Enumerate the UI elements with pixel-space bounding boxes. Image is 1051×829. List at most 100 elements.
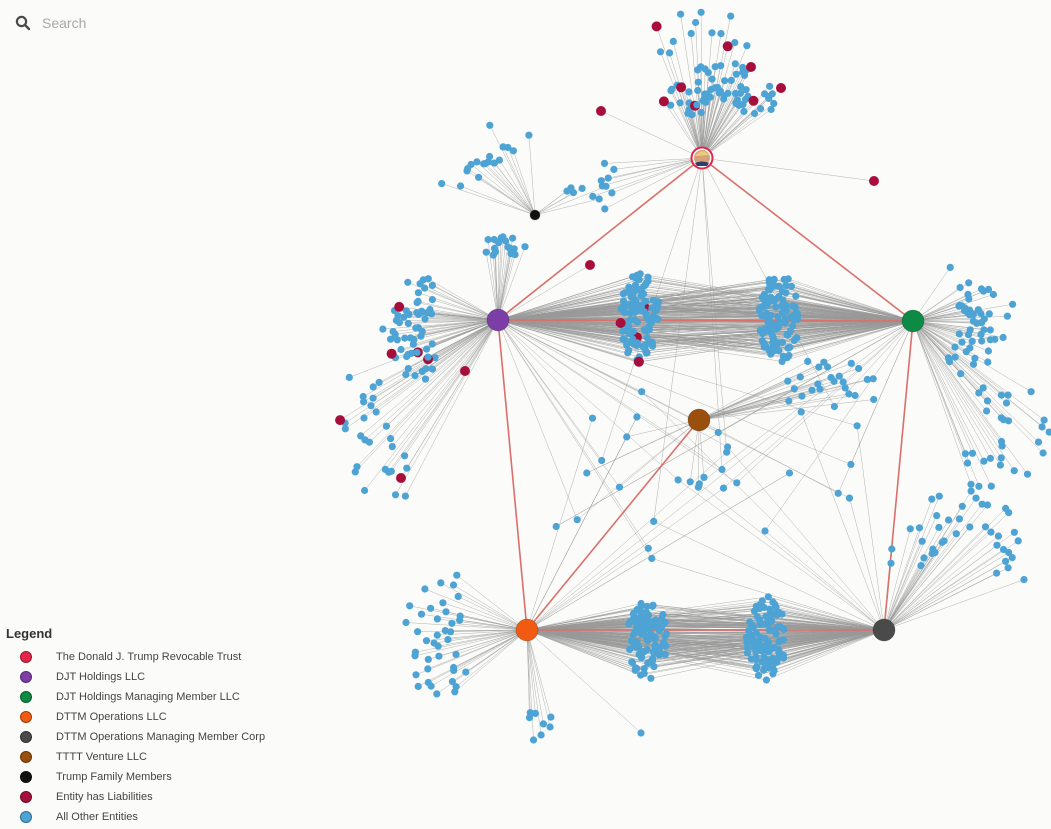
entity-node[interactable] (986, 336, 995, 344)
entity-node[interactable] (759, 303, 767, 311)
djt-node[interactable] (486, 308, 510, 332)
entity-node[interactable] (421, 315, 429, 323)
entity-node[interactable] (781, 319, 789, 327)
entity-node[interactable] (411, 648, 419, 656)
entity-node[interactable] (731, 39, 739, 47)
entity-node[interactable] (933, 511, 941, 520)
entity-node[interactable] (956, 283, 964, 292)
entity-node[interactable] (754, 638, 762, 646)
entity-node[interactable] (731, 60, 739, 68)
entity-node[interactable] (790, 316, 798, 324)
entity-node[interactable] (629, 610, 638, 618)
entity-node[interactable] (387, 335, 395, 343)
entity-node[interactable] (651, 616, 660, 624)
entity-node[interactable] (644, 544, 652, 552)
entity-node[interactable] (382, 422, 390, 430)
entity-node[interactable] (967, 487, 975, 495)
entity-node[interactable] (635, 650, 643, 659)
entity-node[interactable] (753, 612, 761, 621)
entity-node[interactable] (978, 500, 986, 508)
entity-node[interactable] (814, 380, 822, 388)
entity-node[interactable] (1004, 417, 1013, 425)
entity-node[interactable] (951, 353, 959, 361)
entity-node[interactable] (972, 494, 980, 502)
entity-node[interactable] (608, 189, 616, 197)
entity-node[interactable] (687, 29, 695, 38)
entity-node[interactable] (428, 281, 436, 289)
entity-node[interactable] (427, 604, 435, 612)
entity-node[interactable] (1020, 576, 1028, 584)
entity-node[interactable] (413, 348, 421, 357)
entity-node[interactable] (418, 367, 426, 375)
entity-node[interactable] (414, 628, 422, 636)
entity-node[interactable] (600, 159, 609, 167)
entity-node[interactable] (1045, 428, 1051, 436)
tttt-node[interactable] (687, 408, 711, 432)
entity-node[interactable] (404, 278, 412, 286)
entity-node[interactable] (1002, 399, 1011, 407)
entity-node[interactable] (640, 326, 648, 334)
entity-node[interactable] (747, 621, 756, 629)
entity-node[interactable] (637, 613, 645, 621)
entity-node[interactable] (765, 94, 773, 102)
entity-node[interactable] (765, 626, 774, 634)
entity-node[interactable] (394, 312, 402, 320)
entity-node[interactable] (457, 182, 465, 190)
entity-node[interactable] (650, 663, 658, 671)
entity-node[interactable] (717, 62, 725, 70)
entity-node[interactable] (539, 720, 548, 728)
entity-node[interactable] (969, 360, 978, 368)
entity-node[interactable] (869, 176, 879, 186)
entity-node[interactable] (775, 293, 783, 301)
entity-node[interactable] (433, 615, 441, 623)
entity-node[interactable] (660, 639, 668, 647)
entity-node[interactable] (767, 105, 775, 114)
entity-node[interactable] (625, 322, 633, 331)
entity-node[interactable] (633, 306, 641, 314)
entity-node[interactable] (386, 348, 397, 359)
entity-node[interactable] (631, 627, 640, 635)
entity-node[interactable] (537, 731, 545, 739)
entity-node[interactable] (686, 478, 694, 486)
entity-node[interactable] (648, 554, 656, 563)
entity-node[interactable] (704, 69, 712, 77)
entity-node[interactable] (643, 334, 651, 342)
entity-node[interactable] (645, 317, 653, 325)
entity-node[interactable] (747, 637, 756, 645)
entity-node[interactable] (335, 415, 346, 426)
entity-node[interactable] (773, 658, 781, 666)
entity-node[interactable] (964, 331, 973, 339)
entity-node[interactable] (502, 237, 510, 245)
entity-node[interactable] (460, 366, 470, 376)
entity-node[interactable] (411, 372, 419, 380)
entity-node[interactable] (552, 522, 560, 531)
entity-node[interactable] (431, 354, 439, 362)
entity-node[interactable] (654, 298, 663, 306)
entity-node[interactable] (745, 626, 753, 635)
entity-node[interactable] (661, 632, 669, 640)
entity-node[interactable] (526, 709, 534, 717)
entity-node[interactable] (955, 515, 964, 523)
entity-node[interactable] (754, 671, 763, 680)
entity-node[interactable] (983, 407, 991, 415)
entity-node[interactable] (987, 528, 995, 536)
entity-node[interactable] (722, 41, 733, 52)
entity-node[interactable] (448, 619, 456, 627)
entity-node[interactable] (372, 408, 380, 416)
entity-node[interactable] (397, 345, 405, 354)
entity-node[interactable] (452, 683, 460, 691)
entity-node[interactable] (983, 397, 992, 405)
entity-node[interactable] (764, 318, 772, 326)
entity-node[interactable] (851, 391, 859, 400)
entity-node[interactable] (752, 665, 761, 673)
entity-node[interactable] (495, 156, 503, 164)
entity-node[interactable] (638, 388, 646, 396)
entity-node[interactable] (341, 425, 349, 433)
entity-node[interactable] (782, 281, 790, 290)
entity-node[interactable] (668, 85, 676, 93)
entity-node[interactable] (628, 300, 636, 308)
entity-node[interactable] (917, 562, 925, 570)
entity-node[interactable] (676, 82, 687, 93)
entity-node[interactable] (789, 322, 797, 330)
entity-node[interactable] (1014, 537, 1022, 545)
